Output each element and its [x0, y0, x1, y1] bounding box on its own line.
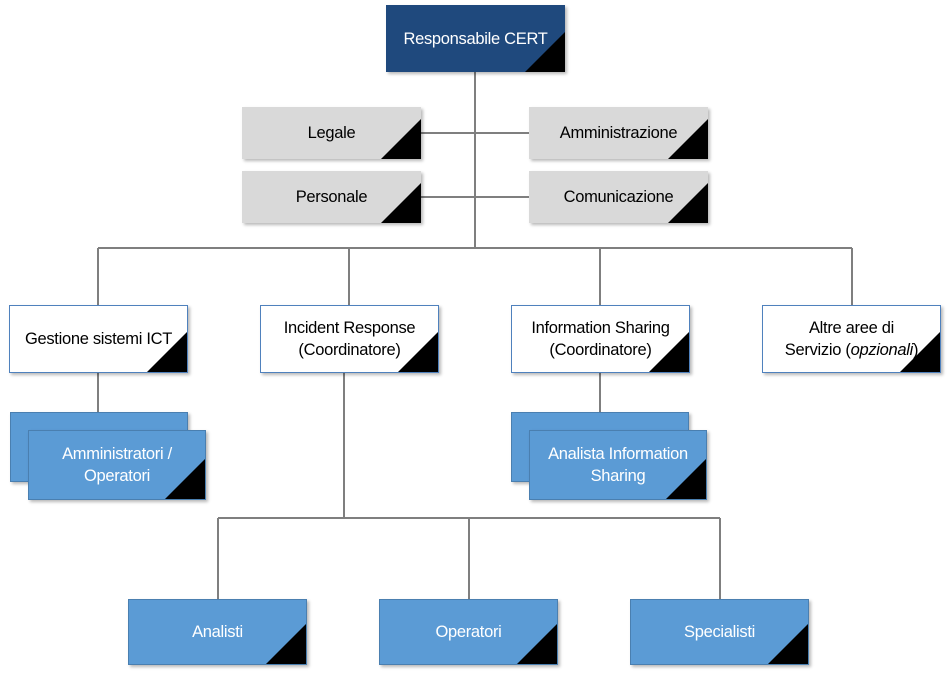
node-operatori: Operatori — [379, 599, 558, 665]
node-label: Amministrazione — [559, 124, 678, 142]
node-personale: Personale — [242, 171, 421, 223]
node-specialisti: Specialisti — [630, 599, 809, 665]
node-analista-information-sharing: Analista Information Sharing — [529, 430, 707, 500]
node-label: Specialisti — [684, 623, 755, 641]
node-label: Personale — [295, 188, 368, 206]
node-label: Amministratori / Operatori — [62, 445, 172, 485]
node-incident-response: Incident Response (Coordinatore) — [260, 305, 439, 373]
node-label: Altre aree di Servizio (opzionali) — [784, 319, 919, 359]
node-label: Information Sharing (Coordinatore) — [531, 319, 670, 359]
node-amministratori-operatori: Amministratori / Operatori — [28, 430, 206, 500]
node-label: Analista Information Sharing — [548, 445, 688, 485]
corner-triangle-icon — [517, 624, 557, 664]
node-amministrazione: Amministrazione — [529, 107, 708, 159]
corner-triangle-icon — [381, 119, 421, 159]
node-analisti: Analisti — [128, 599, 307, 665]
corner-triangle-icon — [381, 183, 421, 223]
node-label: Operatori — [435, 623, 502, 641]
node-label: Gestione sistemi ICT — [24, 330, 173, 348]
node-label: Incident Response (Coordinatore) — [283, 319, 416, 359]
corner-triangle-icon — [266, 624, 306, 664]
node-label: Legale — [307, 124, 356, 142]
node-responsabile-cert: Responsabile CERT — [386, 5, 565, 72]
corner-triangle-icon — [768, 624, 808, 664]
node-gestione-sistemi-ict: Gestione sistemi ICT — [9, 305, 188, 373]
node-information-sharing: Information Sharing (Coordinatore) — [511, 305, 690, 373]
node-comunicazione: Comunicazione — [529, 171, 708, 223]
node-altre-aree: Altre aree di Servizio (opzionali) — [762, 305, 941, 373]
node-legale: Legale — [242, 107, 421, 159]
node-label: Analisti — [192, 623, 243, 641]
node-label: Responsabile CERT — [403, 29, 548, 48]
node-label: Comunicazione — [563, 188, 674, 206]
